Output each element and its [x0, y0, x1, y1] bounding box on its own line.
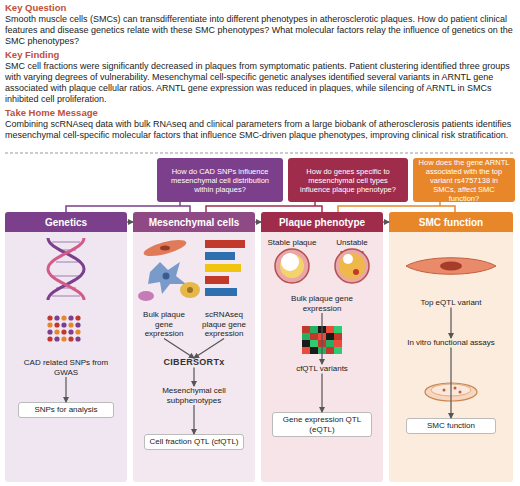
- smc-cell: [406, 258, 496, 275]
- petri-dish: [425, 383, 477, 401]
- step-label: CIBERSORTx: [154, 358, 234, 368]
- question-box: How do genes specific to mesenchymal cel…: [288, 158, 408, 202]
- stage-column: GeneticsCAD related SNPs from GWAS SNPs f…: [5, 212, 127, 482]
- connector-line: [127, 221, 133, 222]
- flow-arrow: [451, 308, 452, 339]
- connector-line: [194, 339, 224, 359]
- bracket: [206, 206, 322, 212]
- section-text: Combining scRNAseq data with bulk RNAseq…: [5, 119, 515, 141]
- column-header: Genetics: [5, 212, 127, 232]
- connector-line: [193, 368, 194, 387]
- node-text: In vitro functional assays: [407, 338, 495, 347]
- result-box: Gene expression QTL (eQTL): [272, 412, 372, 437]
- step-label: Bulk plaque gene expression: [136, 310, 192, 339]
- question-text: How does the gene ARNTL associated with …: [418, 158, 510, 203]
- stage-column: SMC functionTop eQTL variantIn vitro fun…: [389, 212, 513, 482]
- node-text: cfQTL variants: [296, 364, 348, 373]
- node-text: SNPs for analysis: [34, 405, 97, 414]
- node-text: Bulk plaque gene expression: [143, 310, 185, 338]
- step-label: Mesenchymal cell subphenotypes: [144, 386, 244, 405]
- flow-arrow: [383, 222, 389, 223]
- section-heading: Key Finding: [5, 49, 515, 61]
- stage-column: Mesenchymal cellsBulk plaque gene expres…: [133, 212, 255, 482]
- flow-arrow: [66, 377, 67, 402]
- unstable-plaque-icon: [335, 249, 369, 283]
- column-header: SMC function: [389, 212, 513, 232]
- section-heading: Key Question: [5, 2, 515, 14]
- bracket: [338, 206, 455, 212]
- result-box: SMC function: [406, 418, 496, 434]
- connector-line: [164, 339, 194, 359]
- connector-line: [193, 405, 194, 434]
- flow-arrow: [194, 368, 195, 387]
- section-text: Smooth muscle cells (SMCs) can transdiff…: [5, 14, 515, 47]
- result-box: SNPs for analysis: [18, 402, 114, 418]
- step-label: Stable plaque: [264, 238, 320, 248]
- mesenchymal-cells: [138, 237, 200, 301]
- node-text: scRNAseq plaque gene expression: [202, 310, 246, 338]
- flow-arrow: [322, 313, 323, 364]
- flow-arrow: [322, 374, 323, 413]
- snp-dots: [47, 315, 80, 341]
- step-label: Top eQTL variant: [401, 298, 501, 308]
- bracket-stem: [179, 202, 181, 206]
- node-text: Cell fraction QTL (cfQTL): [149, 437, 238, 446]
- node-text: Mesenchymal cell subphenotypes: [162, 386, 226, 405]
- result-box: Cell fraction QTL (cfQTL): [144, 434, 244, 450]
- node-text: CAD related SNPs from GWAS: [24, 358, 108, 377]
- stable-plaque-icon: [275, 249, 309, 283]
- connector-line: [255, 221, 261, 222]
- flow-arrow: [255, 222, 261, 223]
- step-label: Bulk plaque gene expression: [272, 294, 372, 313]
- step-label: CAD related SNPs from GWAS: [13, 358, 119, 377]
- step-label: scRNAseq plaque gene expression: [196, 310, 252, 339]
- flow-arrow: [127, 222, 133, 223]
- question-box: How does the gene ARNTL associated with …: [413, 158, 515, 202]
- phenotype-bars: [205, 240, 245, 296]
- node-text: Unstable plaque: [336, 238, 368, 257]
- flow-arrow: [194, 405, 195, 434]
- flow-arrow: [164, 339, 194, 359]
- bracket-stem: [314, 202, 316, 206]
- node-text: Gene expression QTL (eQTL): [283, 415, 361, 434]
- question-text: How do CAD SNPs influence mesenchymal ce…: [162, 167, 278, 194]
- connector-line: [450, 308, 451, 339]
- connector-line: [321, 313, 322, 364]
- connector-line: [450, 348, 451, 419]
- node-text: Stable plaque: [268, 238, 317, 247]
- connector-line: [321, 374, 322, 413]
- question-text: How do genes specific to mesenchymal cel…: [293, 167, 403, 194]
- connector-line: [383, 221, 389, 222]
- column-header: Mesenchymal cells: [133, 212, 255, 232]
- flow-arrow: [194, 339, 224, 359]
- section-text: SMC cell fractions were significantly de…: [5, 61, 515, 105]
- step-label: cfQTL variants: [272, 364, 372, 374]
- node-text: Bulk plaque gene expression: [291, 294, 353, 313]
- bracket-stem: [439, 202, 441, 206]
- flow-arrow: [451, 348, 452, 419]
- node-text: Top eQTL variant: [420, 298, 481, 307]
- heatmap: [302, 326, 342, 354]
- stage-column: Plaque phenotypeStable plaque Unstable pl…: [261, 212, 383, 482]
- section-heading: Take Home Message: [5, 107, 515, 119]
- question-box: How do CAD SNPs influence mesenchymal ce…: [157, 158, 283, 202]
- question-brackets: [66, 202, 455, 212]
- step-label: In vitro functional assays: [401, 338, 501, 348]
- column-header: Plaque phenotype: [261, 212, 383, 232]
- summary-text: Key QuestionSmooth muscle cells (SMCs) c…: [5, 2, 515, 143]
- step-label: Unstable plaque: [324, 238, 380, 257]
- bracket: [66, 206, 190, 212]
- dna-helix: [48, 238, 84, 300]
- node-text: CIBERSORTx: [163, 357, 224, 367]
- connector-line: [65, 377, 66, 402]
- divider-line: [5, 153, 515, 154]
- node-text: SMC function: [427, 421, 475, 430]
